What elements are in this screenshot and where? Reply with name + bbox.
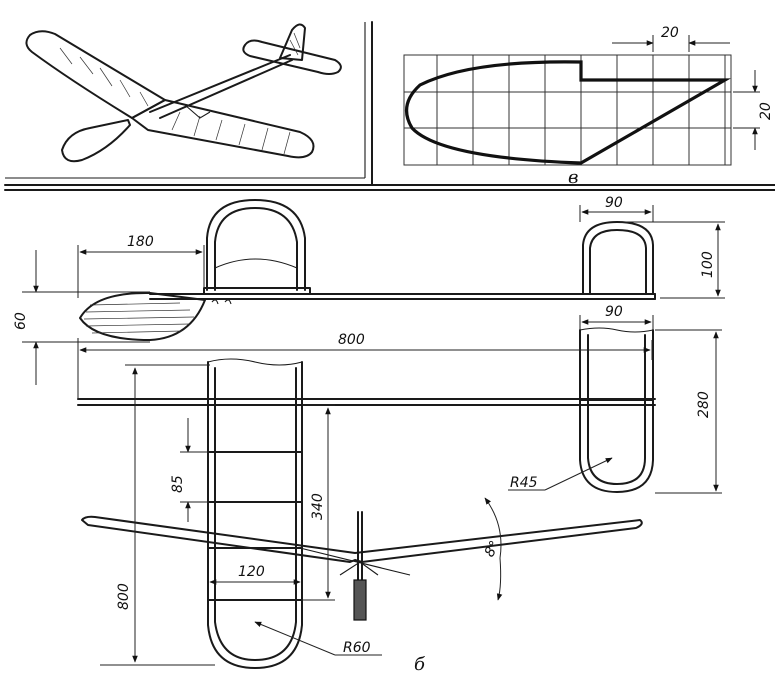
subfigure-b-label: б [414, 654, 426, 675]
chord-dim-label: 120 [238, 564, 265, 580]
airfoil-dimensions: 20 20 в [568, 25, 774, 188]
wing-radius-label: R60 [343, 640, 371, 656]
stab-width-dim-label: 90 [605, 304, 623, 320]
fuselage-top-view [77, 398, 656, 406]
rib-spacing-dim-label: 85 [170, 475, 186, 493]
wing-span-dim-label: 800 [116, 583, 132, 610]
stab-length-dim-label: 180 [127, 234, 154, 250]
dimension-lines: 180 60 800 90 100 90 280 R45 [13, 195, 725, 675]
fuselage-side-view [79, 199, 656, 341]
stab-span-dim-label: 280 [696, 391, 712, 418]
fin-width-dim-label: 90 [605, 195, 623, 211]
airfoil-grid [403, 54, 732, 166]
subfigure-v-label: в [568, 167, 578, 188]
grid-width-dim-label: 20 [661, 25, 679, 41]
panel-frame [4, 21, 775, 191]
fuselage-depth-dim-label: 60 [13, 312, 29, 330]
stabilizer-top-view [579, 327, 654, 493]
wing-front-view [81, 511, 643, 621]
center-section-dim-label: 340 [310, 493, 326, 520]
fin-height-dim-label: 100 [700, 251, 716, 278]
dihedral-angle-label: 8° [482, 538, 504, 560]
glider-perspective-view [25, 23, 342, 163]
total-length-dim-label: 800 [338, 332, 365, 348]
grid-height-dim-label: 20 [758, 102, 774, 120]
stab-radius-label: R45 [510, 475, 538, 491]
